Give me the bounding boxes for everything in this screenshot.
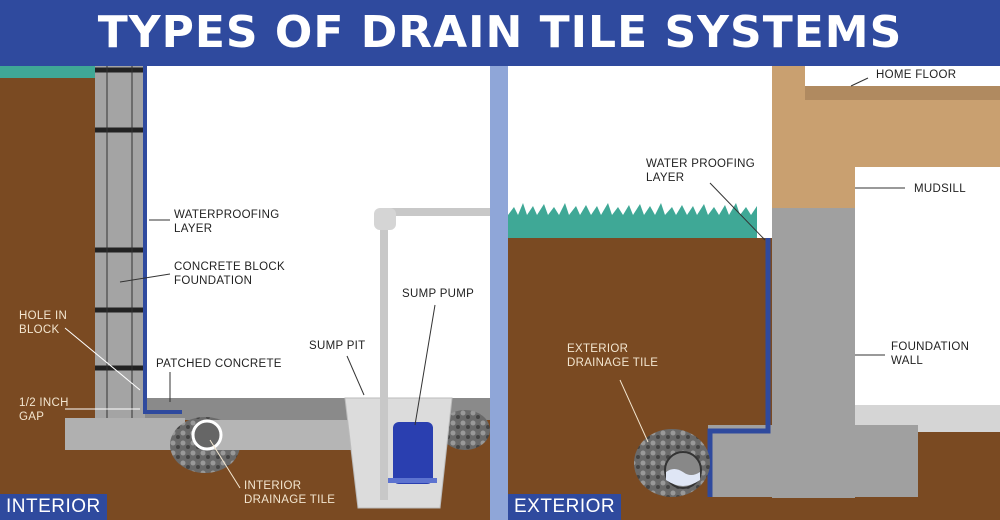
label-concrete-block-foundation: CONCRETE BLOCK FOUNDATION <box>174 261 285 287</box>
label-hole-in-block: HOLE IN BLOCK <box>19 310 68 336</box>
label-mudsill: MUDSILL <box>914 183 966 195</box>
sump-pump <box>393 422 433 484</box>
grass-strip <box>0 66 95 78</box>
panel-divider <box>490 66 508 520</box>
page-title: TYPES OF DRAIN TILE SYSTEMS <box>0 0 1000 66</box>
exterior-tag: EXTERIOR <box>508 494 622 520</box>
label-half-inch-gap: 1/2 INCH GAP <box>19 397 69 423</box>
grass <box>508 203 757 238</box>
footing <box>65 418 185 450</box>
waterproofing-layer <box>707 238 771 497</box>
waterproofing-layer <box>143 66 182 414</box>
label-interior-drainage-tile: INTERIOR DRAINAGE TILE <box>244 480 336 506</box>
basement-interior <box>145 66 490 398</box>
label-foundation-wall: FOUNDATION WALL <box>891 341 970 367</box>
label-patched-concrete: PATCHED CONCRETE <box>156 358 282 370</box>
home-floor <box>805 66 1000 86</box>
exterior-panel <box>508 66 1000 520</box>
label-waterproofing-layer: WATERPROOFING LAYER <box>174 209 280 235</box>
label-home-floor: HOME FLOOR <box>876 69 957 81</box>
label-water-proofing-layer: WATER PROOFING LAYER <box>646 158 755 184</box>
footing <box>708 425 918 497</box>
interior-tag: INTERIOR <box>0 494 107 520</box>
label-sump-pump: SUMP PUMP <box>402 288 475 300</box>
concrete-block-wall <box>95 66 145 418</box>
label-exterior-drainage-tile: EXTERIOR DRAINAGE TILE <box>567 343 659 369</box>
interior-panel <box>0 66 490 520</box>
label-sump-pit: SUMP PIT <box>309 340 366 352</box>
drain-pipe <box>207 420 359 450</box>
